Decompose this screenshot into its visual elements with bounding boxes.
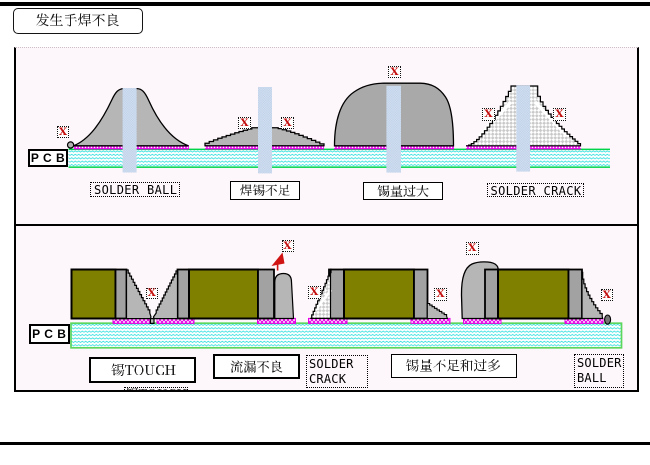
top-rule (0, 2, 650, 6)
x-mark-glyph: X (310, 286, 319, 299)
x-mark: X (466, 242, 479, 255)
x-mark-glyph: X (147, 287, 156, 299)
x-mark-glyph: X (436, 288, 445, 301)
label-solder-crack-top: SOLDER CRACK (486, 182, 584, 198)
x-mark: X (482, 108, 495, 121)
label-hidden-solder-touch: 锡TOUCH (124, 386, 188, 390)
x-mark-glyph: X (484, 108, 493, 121)
pcb-label-bottom-text: P C B (32, 327, 67, 341)
label-solder-crack-bottom: SOLDER CRACK (306, 354, 368, 388)
label-solder-amount: 锡量不足和过多 (391, 353, 517, 378)
x-mark: X (553, 108, 566, 121)
label-text: CRACK (309, 371, 347, 386)
x-mark-glyph: X (283, 239, 292, 252)
diagram-panel: 锡TOUCH (14, 47, 639, 392)
x-mark: X (281, 239, 294, 252)
label-text: BALL (577, 370, 607, 385)
x-mark-glyph: X (468, 242, 477, 255)
label-text: SOLDER (309, 356, 354, 371)
x-mark-glyph: X (240, 116, 249, 129)
label-text: SOLDER BALL (94, 182, 178, 197)
x-mark: X (57, 126, 69, 138)
bottom-rule (0, 442, 650, 445)
x-mark-glyph: X (602, 288, 611, 301)
x-mark: X (600, 288, 613, 301)
x-mark: X (434, 288, 447, 301)
label-insufficient-solder: 焊锡不足 (230, 181, 300, 200)
label-solder-touch-glyphs (111, 363, 176, 376)
hidden-label-glyphs (126, 387, 187, 390)
pcb-label-bottom: P C B (29, 324, 70, 344)
label-excess-solder-glyphs (377, 184, 429, 197)
label-solder-touch: 锡TOUCH (89, 357, 196, 383)
label-solder-ball: SOLDER BALL (90, 181, 180, 197)
x-mark: X (281, 117, 294, 129)
x-mark-glyph: X (283, 116, 292, 129)
title-glyphs (35, 13, 119, 27)
title-box: 发生手焊不良 (12, 8, 143, 34)
x-mark: X (238, 117, 251, 129)
label-text: SOLDER CRACK (490, 183, 582, 198)
x-mark: X (307, 286, 321, 299)
pcb-label-top: P C B (28, 148, 68, 168)
label-solder-ball-bottom: SOLDER BALL (574, 353, 624, 388)
label-insufficient-solder-glyphs (240, 184, 290, 196)
pcb-label-top-text: P C B (30, 151, 66, 166)
x-mark-glyph: X (390, 65, 399, 78)
label-flow-leak-glyphs (230, 360, 283, 373)
x-mark: X (388, 66, 401, 78)
label-excess-solder: 锡量过大 (363, 181, 443, 200)
section-separator (14, 224, 639, 226)
label-flow-leak: 流漏不良 (213, 353, 300, 379)
label-text: SOLDER (577, 355, 622, 370)
x-mark-glyph: X (58, 125, 68, 138)
x-mark: X (146, 287, 158, 299)
x-mark-glyph: X (555, 108, 564, 121)
label-solder-amount-glyphs (406, 358, 500, 371)
